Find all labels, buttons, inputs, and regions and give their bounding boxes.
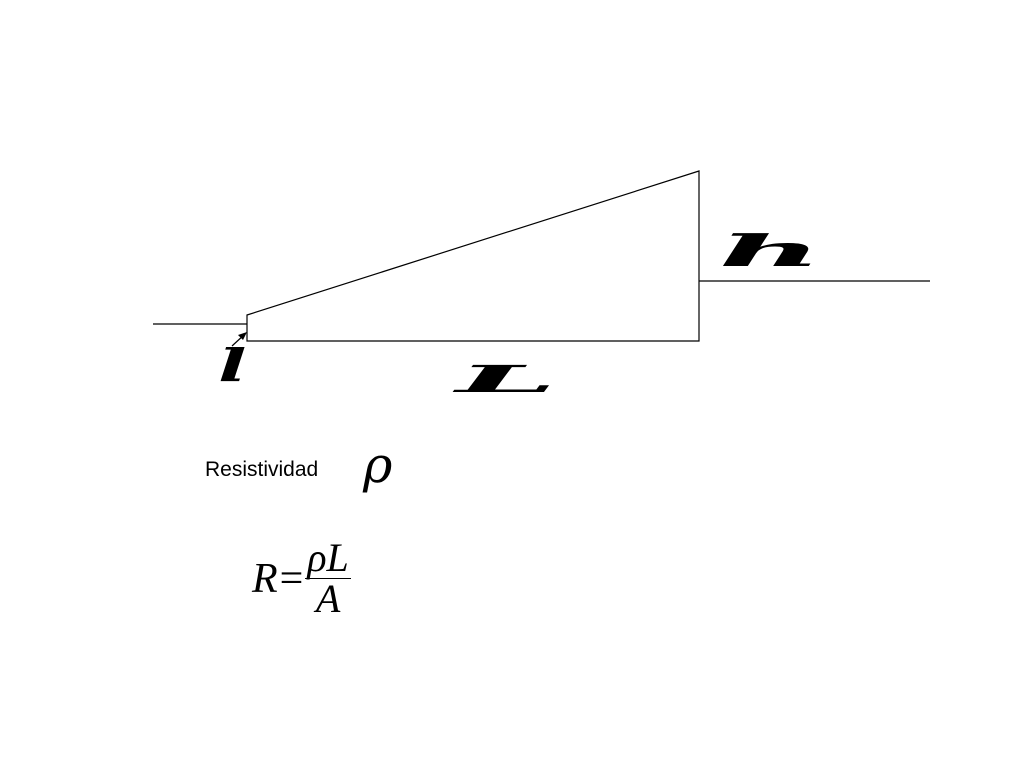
tapered-conductor [246, 170, 700, 342]
rho-symbol: ρ [362, 436, 393, 494]
formula-equals: = [279, 555, 304, 602]
fraction-bar [305, 578, 351, 579]
small-end-label: l [218, 339, 246, 392]
formula-numerator: ρL [307, 535, 349, 580]
formula-denominator: A [315, 576, 341, 621]
small-end-arrowhead [238, 332, 247, 340]
formula-lhs: R [252, 555, 278, 602]
resistivity-label: Resistividad [205, 458, 319, 481]
length-label: L [452, 357, 557, 401]
resistance-formula: R = ρL A [252, 538, 351, 619]
large-end-label: h [718, 226, 823, 277]
formula-fraction: ρL A [305, 535, 351, 621]
